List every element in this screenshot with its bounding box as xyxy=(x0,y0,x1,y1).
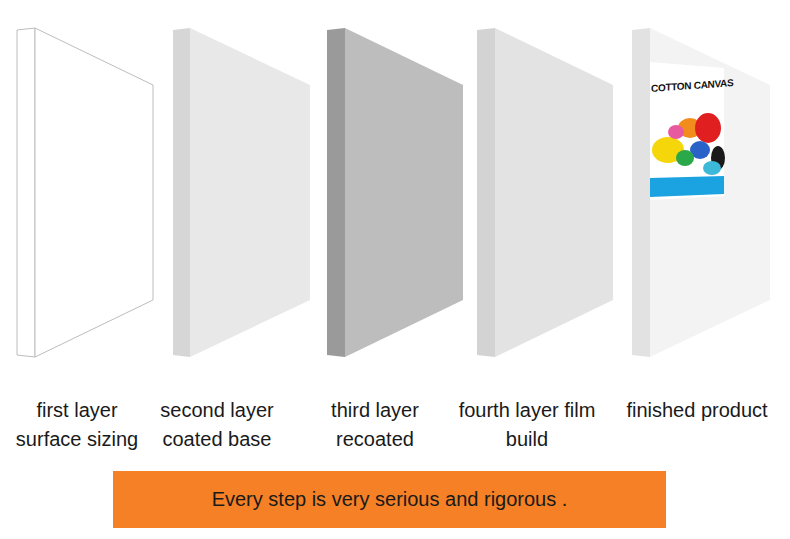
layer-panel: second layer coated base xyxy=(142,396,292,454)
panel-side xyxy=(477,28,495,357)
panel-face xyxy=(190,28,310,357)
layer-caption: third layer recoated xyxy=(300,396,450,454)
product-label-text: COTTON CANVAS xyxy=(651,77,733,94)
panel-face xyxy=(35,28,153,357)
banner-box: Every step is very serious and rigorous … xyxy=(113,471,666,528)
panel-face xyxy=(650,28,770,357)
blue-strip xyxy=(650,176,724,197)
layer-panel: finished product xyxy=(607,396,787,425)
panel-side xyxy=(327,28,345,357)
layer-caption: first layer surface sizing xyxy=(2,396,152,454)
banner-text: Every step is very serious and rigorous … xyxy=(212,488,568,511)
panel-side xyxy=(17,28,35,357)
panel-face xyxy=(495,28,613,357)
layer-caption: second layer coated base xyxy=(142,396,292,454)
paint-blobs xyxy=(652,113,725,175)
layer-caption: fourth layer film build xyxy=(452,396,602,454)
layer-panel: fourth layer film build xyxy=(452,396,602,454)
layer-caption: finished product xyxy=(607,396,787,425)
panel-side xyxy=(632,28,650,357)
layer-panel: first layer surface sizing xyxy=(2,396,152,454)
panel-face xyxy=(345,28,463,357)
layer-panel: third layer recoated xyxy=(300,396,450,454)
panel-side xyxy=(173,28,190,357)
